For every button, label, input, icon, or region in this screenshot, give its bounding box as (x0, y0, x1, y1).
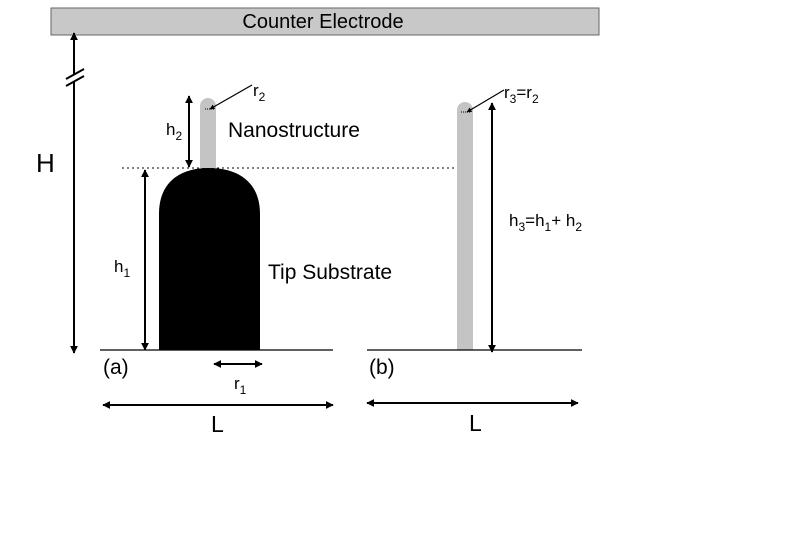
r2-main: r (253, 81, 259, 100)
h3-subscript: 3 (518, 220, 525, 234)
h1-subscript: 1 (123, 266, 130, 280)
H-break-mark-2 (65, 75, 85, 87)
panel-b-label: (b) (369, 356, 395, 379)
r3-label: r3=r2 (504, 83, 539, 106)
counter-electrode-plate (50, 7, 600, 36)
h3-plus-subscript: 2 (575, 220, 582, 234)
L-label-b: L (469, 410, 482, 436)
r2-subscript: 2 (259, 90, 266, 104)
counter-electrode: Counter Electrode (50, 7, 600, 36)
H-label: H (36, 148, 55, 178)
h2-label: h2 (166, 120, 182, 143)
counter-electrode-label: Counter Electrode (242, 11, 403, 33)
h1-label: h1 (114, 257, 130, 280)
h3-eq-subscript: 1 (545, 220, 552, 234)
h2-main: h (166, 120, 175, 139)
panel-a: h2 h1 r2 Nanostructure Tip Substrate r1 … (100, 81, 458, 437)
r3-pointer (466, 89, 505, 113)
tip-substrate-label: Tip Substrate (268, 261, 392, 284)
r3-main: r (504, 83, 510, 102)
r3-equals: =r (516, 83, 532, 102)
tip-substrate (159, 168, 260, 350)
panel-b: r3=r2 h3=h1+ h2 (b) L (366, 83, 582, 436)
H-dimension: H (36, 32, 85, 354)
r2-label: r2 (253, 81, 266, 104)
r3-eq-subscript: 2 (532, 92, 539, 106)
panel-a-label: (a) (103, 356, 129, 379)
h1-main: h (114, 257, 123, 276)
L-label-a: L (211, 411, 224, 437)
h2-subscript: 2 (175, 129, 182, 143)
nanostructure-label: Nanostructure (228, 119, 360, 142)
r1-main: r (234, 374, 240, 393)
h3-label: h3=h1+ h2 (509, 211, 582, 234)
nanostructure-b (457, 102, 473, 350)
h3-plus: + h (551, 211, 575, 230)
h3-equals: =h (525, 211, 544, 230)
r2-pointer (209, 84, 253, 110)
r1-subscript: 1 (240, 383, 247, 397)
r1-label: r1 (234, 374, 247, 397)
r3-subscript: 3 (510, 92, 517, 106)
nanostructure-a (200, 98, 216, 168)
h3-main: h (509, 211, 518, 230)
H-break-mark-1 (65, 68, 85, 80)
